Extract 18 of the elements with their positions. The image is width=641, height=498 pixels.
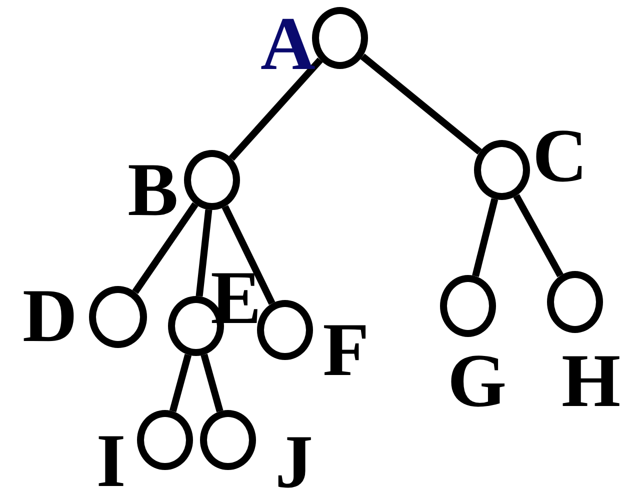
connector-line [200,354,224,412]
node-label: G [447,343,507,419]
connector-line [196,209,212,297]
node-label: J [275,424,313,498]
node-label: D [22,278,78,354]
connector-line [360,54,482,155]
connector-line [228,58,323,161]
node-label: F [322,312,370,388]
node-label: C [532,118,588,194]
node-label: H [561,343,621,419]
node-label: A [260,6,316,82]
connector-line [222,205,276,305]
connector-line [513,194,564,278]
connector-line [132,202,198,294]
connector-line [169,354,192,412]
node-label: B [128,152,178,228]
connector-line [472,198,498,277]
node-label: I [96,423,126,498]
